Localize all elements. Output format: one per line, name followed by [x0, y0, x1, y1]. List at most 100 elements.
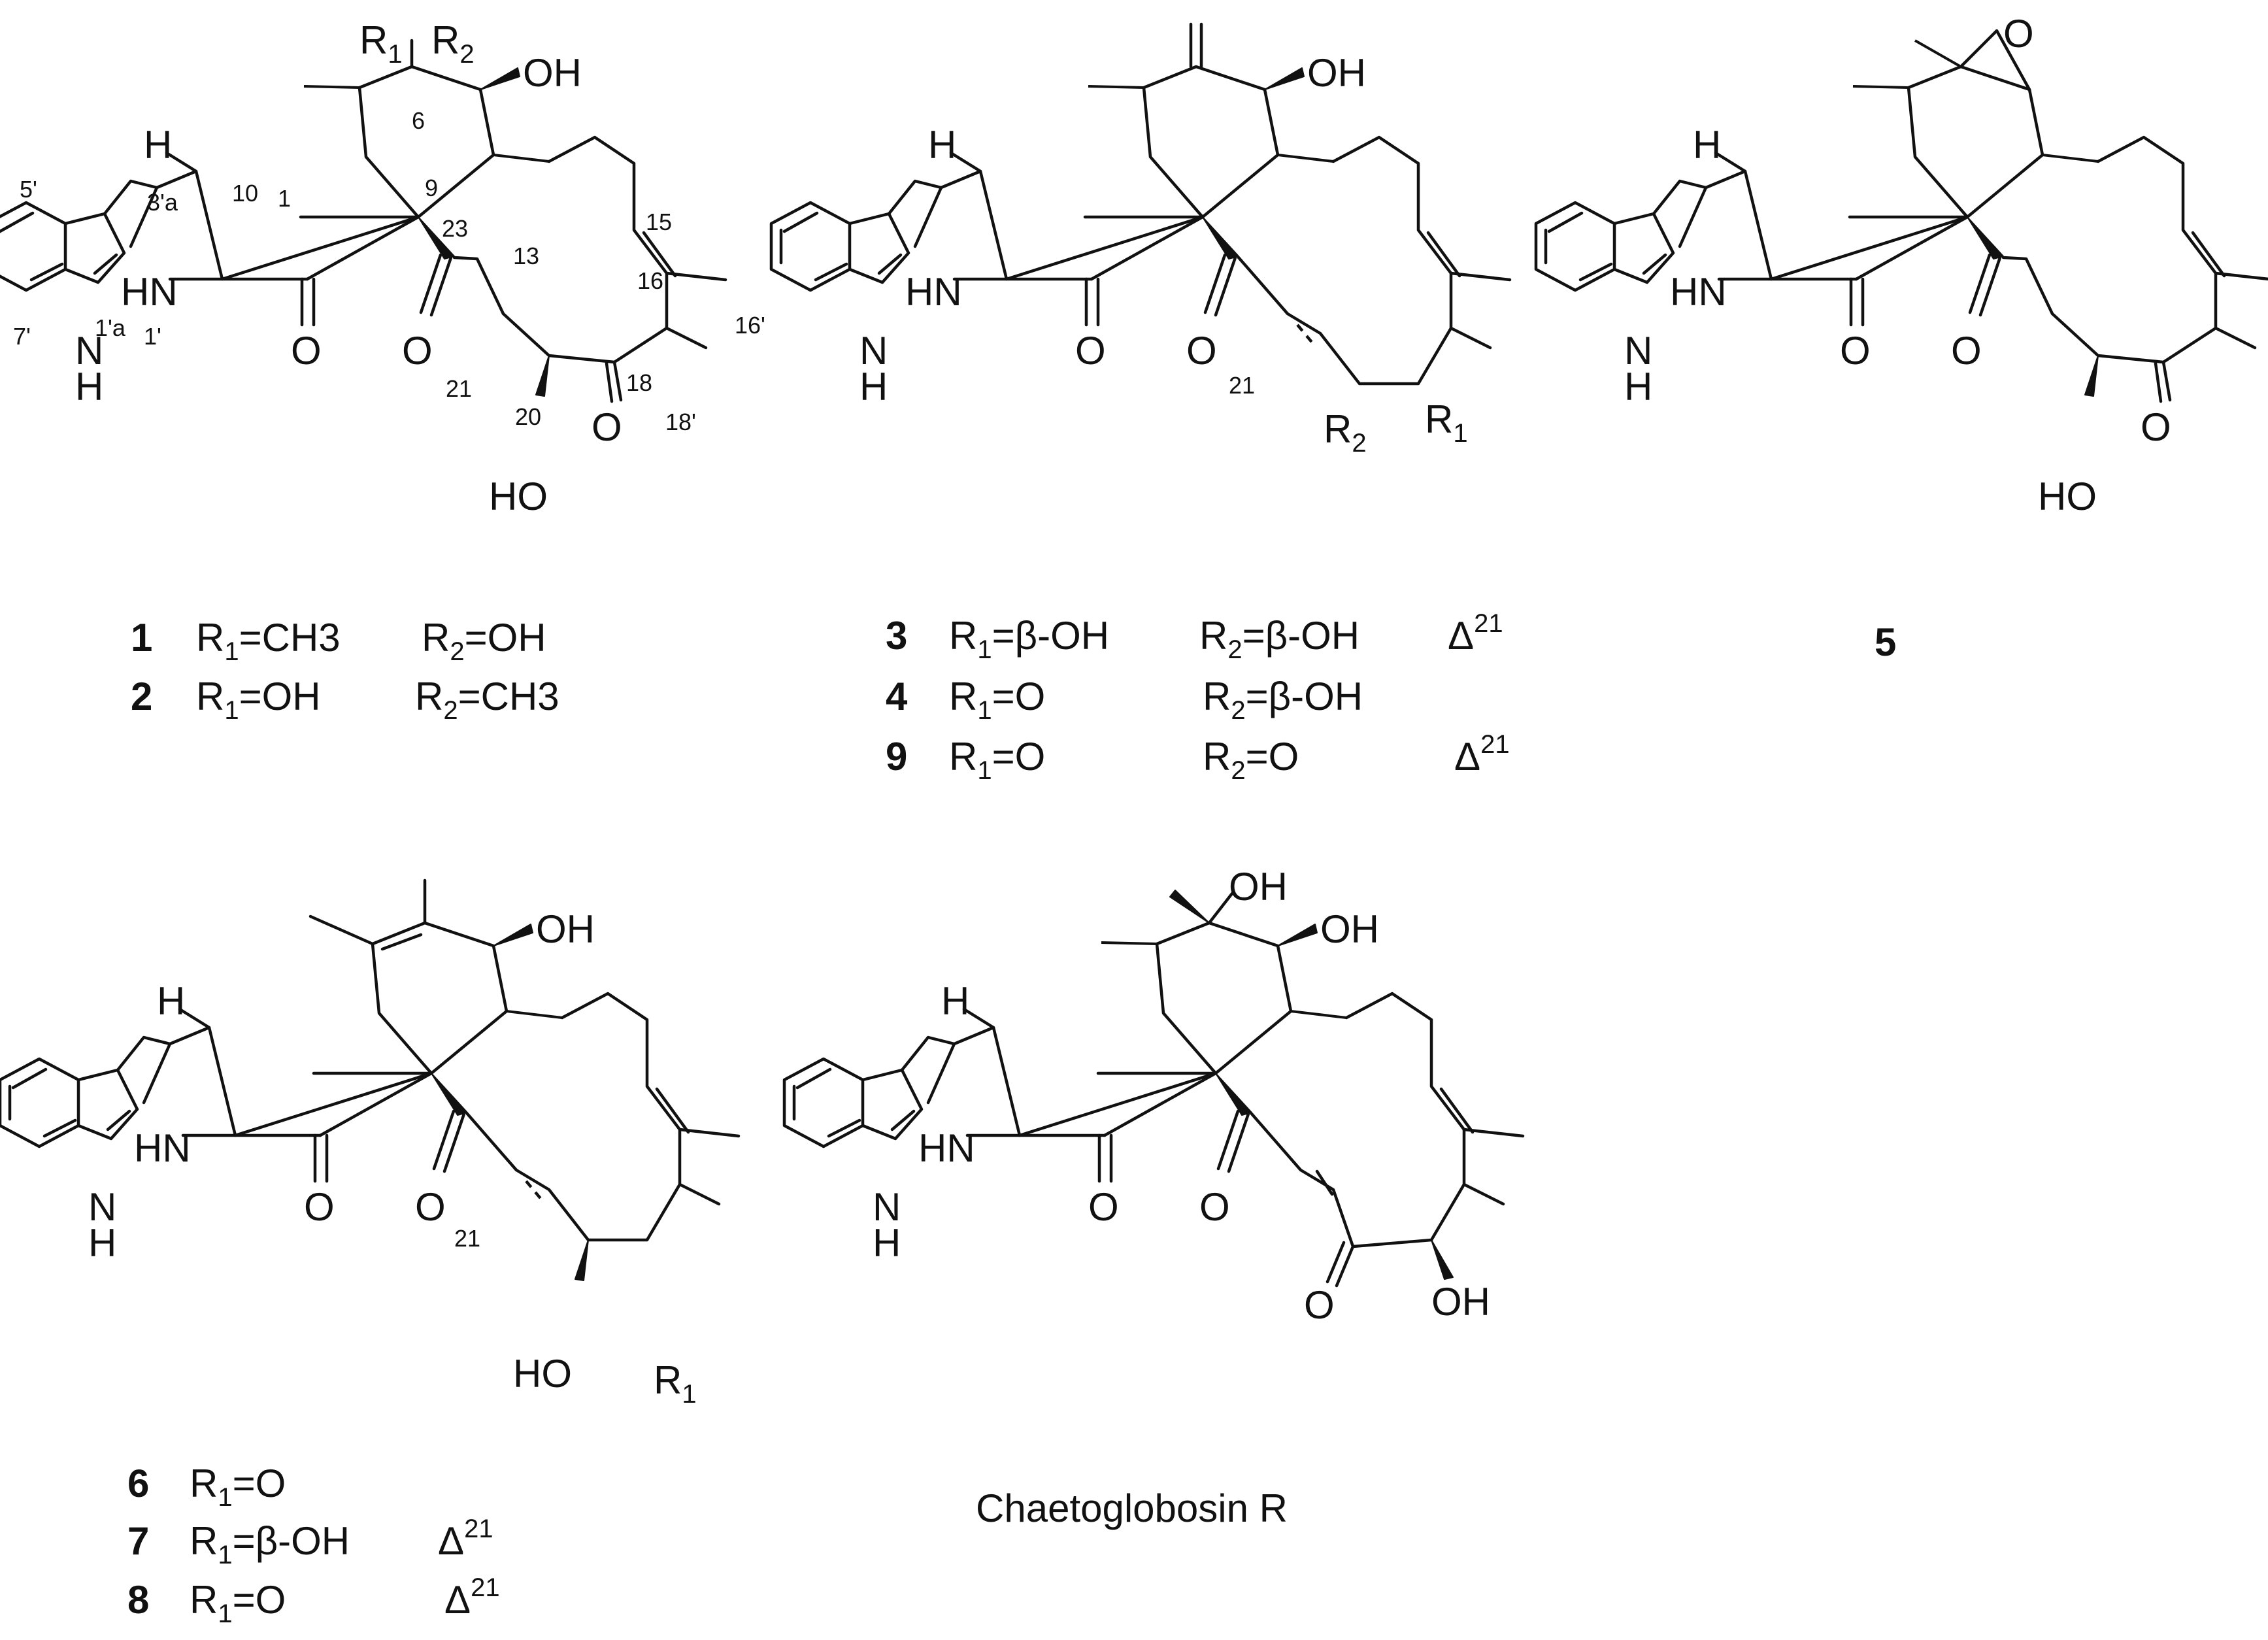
legend-compound-4: 4 R1=O R2=β-OH — [886, 675, 1363, 725]
atom-oh: OH — [1229, 865, 1288, 909]
atom-r1: R1 — [359, 18, 403, 69]
atom-ho: HO — [513, 1352, 572, 1396]
atom-o: O — [1088, 1185, 1119, 1229]
atom-o: O — [304, 1185, 335, 1229]
substituent-r2: R2=OH — [422, 616, 546, 666]
atom-r1: R1 — [1425, 397, 1468, 448]
atom-number-18: 18 — [626, 369, 652, 396]
delta-label: Δ21 — [1448, 609, 1503, 658]
atom-h: H — [75, 365, 103, 409]
atom-r2: R2 — [431, 18, 475, 69]
compound-number: 4 — [886, 675, 908, 718]
compound-number: 5 — [1875, 620, 1896, 664]
atom-o: O — [402, 329, 433, 373]
atom-nh: HN — [1670, 270, 1727, 314]
compound-number: 3 — [886, 614, 907, 658]
atom-h: H — [1624, 365, 1652, 409]
legend-compound-7: 7 R1=β-OH Δ21 — [127, 1514, 493, 1569]
atom-h: H — [873, 1221, 901, 1265]
atom-nh: HN — [121, 270, 178, 314]
atom-number-7p: 7' — [13, 323, 31, 350]
atom-o: O — [415, 1185, 446, 1229]
atom-r1: R1 — [654, 1358, 697, 1409]
atom-nh: N — [859, 329, 888, 373]
substituent-r2: R2=β-OH — [1199, 614, 1359, 664]
atom-o: O — [1304, 1283, 1335, 1327]
atom-o: O — [291, 329, 322, 373]
atom-oh: OH — [1307, 51, 1366, 95]
atom-nh: N — [75, 329, 103, 373]
atom-h: H — [144, 123, 172, 167]
substituent-r1: R1=O — [190, 1578, 286, 1628]
atom-number-6: 6 — [412, 107, 425, 134]
compound-number: 8 — [127, 1578, 149, 1622]
atom-o: O — [1075, 329, 1106, 373]
legend-compound-2: 2 R1=OH R2=CH3 — [131, 675, 559, 725]
atom-nh: N — [1624, 329, 1652, 373]
structure-compound-5: O H HN O O N H HO O — [1536, 12, 2268, 518]
legend-compound-6: 6 R1=O — [127, 1462, 286, 1512]
atom-number-1pa: 1'a — [95, 314, 126, 341]
atom-number-13: 13 — [513, 243, 539, 269]
atom-number-21: 21 — [1229, 372, 1255, 399]
atom-h: H — [1693, 123, 1721, 167]
atom-o: O — [2003, 12, 2034, 56]
substituent-r2: R2=O — [1203, 735, 1299, 785]
compound-number: 1 — [131, 616, 152, 660]
delta-label: Δ21 — [438, 1514, 493, 1563]
atom-number-23: 23 — [442, 215, 468, 242]
substituent-r1: R1=O — [949, 675, 1045, 725]
atom-number-3pa: 3'a — [147, 189, 178, 216]
atom-o: O — [1186, 329, 1217, 373]
atom-h: H — [928, 123, 956, 167]
delta-label: Δ21 — [1454, 730, 1510, 778]
legend-compound-8: 8 R1=O Δ21 — [127, 1573, 500, 1628]
compound-number: 7 — [127, 1519, 149, 1563]
compound-number: 9 — [886, 735, 907, 778]
compound-number: 6 — [127, 1462, 149, 1505]
substituent-r2: R2=CH3 — [415, 675, 559, 725]
compound-name-chaetoglobosin-r: Chaetoglobosin R — [976, 1486, 1288, 1530]
atom-nh: HN — [918, 1126, 975, 1170]
substituent-r1: R1=OH — [196, 675, 321, 725]
compound-number: 2 — [131, 675, 152, 718]
substituent-r1: R1=β-OH — [949, 614, 1109, 664]
substituent-r1: R1=CH3 — [196, 616, 341, 666]
atom-ho: HO — [489, 475, 548, 518]
legend-compound-3: 3 R1=β-OH R2=β-OH Δ21 — [886, 609, 1503, 664]
delta-label: Δ21 — [444, 1573, 500, 1622]
legend-compound-9: 9 R1=O R2=O Δ21 — [886, 730, 1510, 785]
atom-nh: N — [88, 1185, 116, 1229]
atom-h: H — [88, 1221, 116, 1265]
atom-number-1: 1 — [278, 185, 291, 212]
atom-nh: N — [873, 1185, 901, 1229]
atom-number-21: 21 — [454, 1225, 480, 1252]
atom-h: H — [941, 979, 969, 1023]
atom-number-1p: 1' — [144, 323, 161, 350]
atom-number-18p: 18' — [665, 409, 696, 435]
atom-number-9: 9 — [425, 175, 438, 201]
atom-oh: OH — [1431, 1280, 1490, 1324]
substituent-r1: R1=β-OH — [190, 1519, 350, 1569]
atom-r2: R2 — [1324, 407, 1367, 458]
substituent-r1: R1=O — [949, 735, 1045, 785]
structure-compound-3-4-9: OH H HN O O N H R1 R2 21 — [771, 22, 1512, 458]
legend-compound-1: 1 R1=CH3 R2=OH — [131, 616, 546, 666]
atom-number-15: 15 — [646, 209, 672, 235]
atom-o: O — [1840, 329, 1871, 373]
atom-o: O — [2141, 405, 2171, 449]
structure-compound-6-7-8: OH H HN O O N H HO R1 21 — [0, 879, 741, 1409]
atom-h: H — [157, 979, 185, 1023]
atom-nh: HN — [134, 1126, 191, 1170]
atom-o: O — [1951, 329, 1982, 373]
atom-ho: HO — [2038, 475, 2097, 518]
substituent-r1: R1=O — [190, 1462, 286, 1512]
substituent-r2: R2=β-OH — [1203, 675, 1363, 725]
structure-compound-1-2: R1 R2 OH H HN O O N H HO O 6 9 10 1 23 1… — [0, 18, 765, 518]
atom-number-10: 10 — [232, 180, 258, 207]
atom-o: O — [1199, 1185, 1230, 1229]
atom-oh: OH — [523, 51, 582, 95]
atom-number-21: 21 — [446, 375, 472, 402]
atom-nh: HN — [905, 270, 962, 314]
